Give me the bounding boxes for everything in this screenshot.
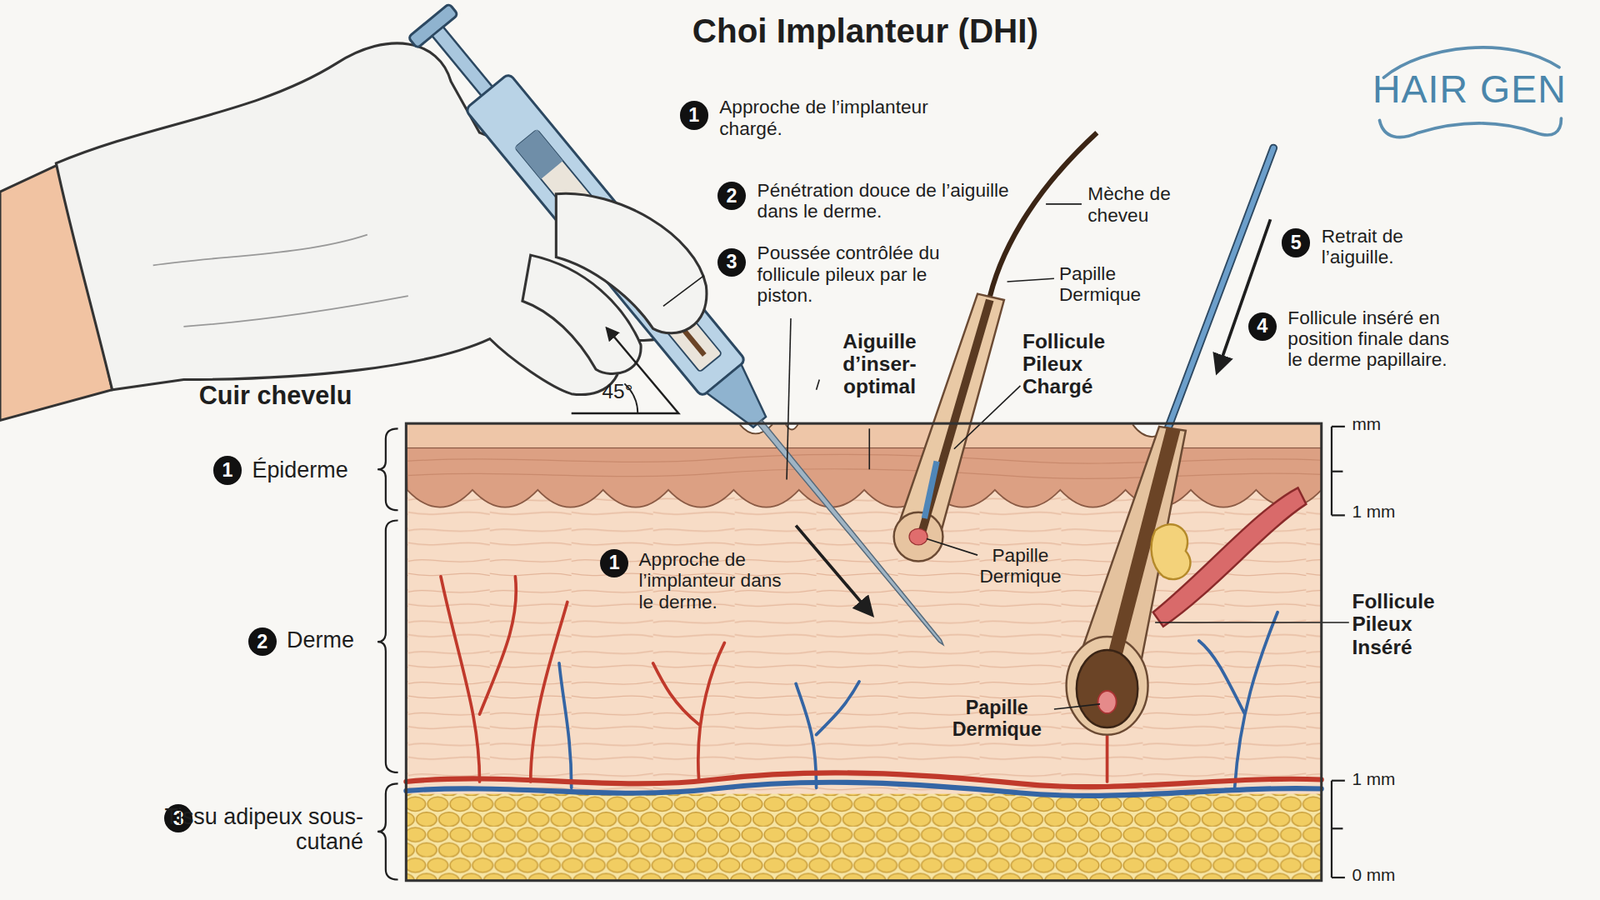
depth-scale-part [1331, 780, 1345, 782]
logo-mark-part [1380, 118, 1562, 138]
layer-brackets-part [377, 783, 398, 880]
arrows-and-leaders-part-part [868, 428, 870, 470]
depth-scale-part [1331, 425, 1345, 428]
skin-section-part [405, 469, 1321, 480]
inserted-follicle-part [1076, 650, 1138, 728]
skin-section-part [405, 454, 1321, 464]
syringe-part [515, 129, 564, 180]
inserted-follicle [1066, 148, 1307, 735]
loaded-follicle-part [894, 512, 944, 562]
arrows-and-leaders-part-part [954, 385, 1021, 450]
arrows-and-leaders-part [663, 204, 1350, 710]
step-text: Approche de l’implanteur dans le derme. [639, 549, 793, 613]
skin-section-part [405, 794, 1321, 881]
blood-vessels-part-part [559, 612, 1278, 789]
arrows-and-leaders-part-part [926, 539, 978, 556]
callout-number: 1 [680, 100, 709, 130]
layer-brackets-part [377, 428, 398, 510]
glove-fingers-part [522, 255, 641, 374]
angle-label: 45° [601, 380, 633, 403]
layer-label: Derme [286, 627, 355, 653]
scale-label: mm [1351, 414, 1381, 434]
callout-number: 2 [248, 627, 277, 656]
part-label: Mèche de cheveu [1087, 183, 1185, 226]
syringe-part [465, 73, 746, 397]
callout-number: 1 [213, 455, 242, 485]
section-outline [405, 423, 1321, 881]
arrows-and-leaders-part-part [1007, 278, 1055, 282]
scale-label: 0 mm [1351, 865, 1395, 885]
step-text: Approche de l’implanteur chargé. [719, 96, 939, 140]
callout-number: 2 [717, 181, 746, 210]
callout-number: 5 [1281, 228, 1310, 257]
arrows-and-leaders-part [795, 525, 872, 615]
part-label: Follicule Pileux Chargé [1022, 330, 1130, 399]
part-label: Aiguille d’inser- optimal [842, 330, 916, 399]
callout-number: 4 [1248, 312, 1277, 341]
step-text: Follicule inséré en position finale dans… [1287, 307, 1464, 371]
loaded-follicle-part [909, 528, 928, 545]
part-label: Papille Dermique [959, 545, 1082, 588]
inserted-follicle-part [1151, 524, 1191, 580]
inserted-follicle-part [1163, 148, 1274, 441]
skin-section-part [405, 423, 1321, 796]
part-label: Papille Dermique [935, 696, 1059, 740]
depth-scale-part [1331, 470, 1343, 473]
callout-number: 1 [600, 549, 629, 578]
part-label: Follicule Pileux Inséré [1351, 590, 1465, 659]
blood-vessels-part [405, 782, 1321, 796]
part-label: Papille Dermique [1059, 263, 1161, 306]
arrows-and-leaders-part-part [786, 318, 791, 480]
syringe [406, 2, 966, 664]
logo-text: HAIR GEN [1372, 67, 1567, 111]
loaded-follicle-part [922, 300, 990, 531]
arrows-and-leaders-part [1217, 219, 1271, 371]
depth-scale-part [1331, 876, 1345, 879]
arrows-and-leaders-part-part [663, 275, 705, 307]
layer-brackets-part [377, 520, 398, 772]
title: Choi Implanteur (DHI) [692, 12, 1039, 50]
loaded-follicle-part [924, 460, 937, 519]
arrows-and-leaders-part-part [1045, 203, 1082, 205]
inserted-follicle-part [1066, 636, 1149, 735]
glove-hand-part [153, 235, 409, 327]
syringe-part [757, 420, 946, 647]
step-text: Poussée contrôlée du follicule pileux pa… [757, 242, 945, 306]
layer-brackets [377, 428, 398, 880]
layer-label: Tissu adipeux sous-cutané [159, 804, 364, 855]
section-heading: Cuir chevelu [199, 380, 353, 410]
depth-scale-part [1331, 514, 1345, 516]
scale-label: 1 mm [1351, 501, 1395, 521]
skin-section [405, 423, 1321, 881]
arrows-and-leaders-part-part [1054, 704, 1100, 710]
arrows-and-leaders-part-part [1155, 621, 1350, 624]
step-text: Pénétration douce de l’aiguille dans le … [757, 180, 1013, 223]
depth-scale [1331, 426, 1345, 878]
inserted-follicle-part [1163, 148, 1274, 441]
layer-label: Épiderme [251, 457, 348, 483]
skin-section-part [405, 480, 1321, 797]
depth-scale-part [1331, 827, 1343, 830]
callout-number: 3 [717, 248, 746, 277]
arrows-and-leaders-part [571, 328, 680, 414]
blood-vessels-part [440, 576, 1108, 782]
arrows-and-leaders-part-part [816, 380, 820, 390]
scale-label: 1 mm [1351, 769, 1395, 789]
glove-fingers [522, 193, 707, 374]
blood-vessels-part [559, 612, 1278, 789]
step-text: Retrait de l’aiguille. [1321, 225, 1440, 269]
arrows-and-leaders [571, 204, 1350, 710]
inserted-follicle-part [1098, 690, 1117, 714]
inserted-follicle-part [1153, 487, 1307, 627]
